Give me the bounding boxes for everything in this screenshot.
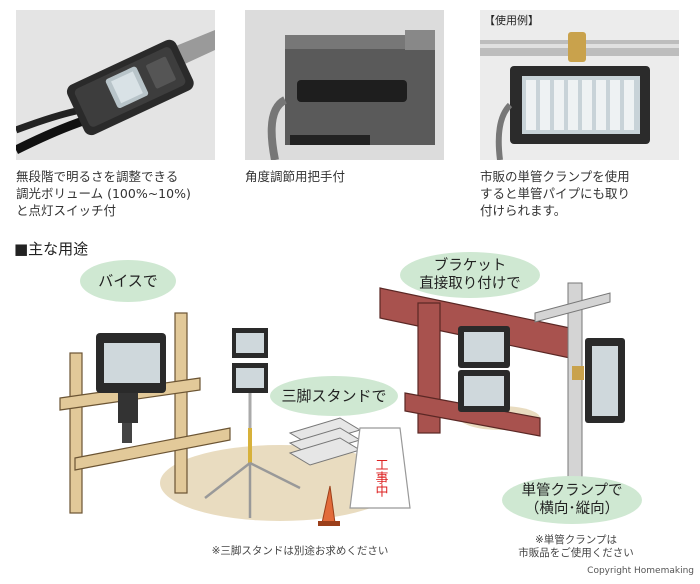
photo-caption-clamp: 市販の単管クランプを使用 すると単管パイプにも取り 付けられます。 <box>480 169 631 218</box>
usage-scene-drawing: 工事中 <box>59 282 625 526</box>
photo-caption-dimmer: 無段階で明るさを調整できる 調光ボリューム (100%~10%) と点灯スイッチ… <box>16 169 191 218</box>
photo-dimmer-switch <box>16 10 215 160</box>
photo-usage-example: 【使用例】 <box>480 10 679 160</box>
photo-angle-handle <box>245 10 444 160</box>
dimmer-switch-illustration <box>16 10 215 160</box>
photo-caption-handle: 角度調節用把手付 <box>245 169 346 184</box>
clamp-mount-illustration <box>480 10 679 160</box>
bubble-clamp: 単管クランプで （横向･縦向） <box>502 476 642 524</box>
note-clamp-commercial: ※単管クランプは 市販品をご使用ください <box>518 534 634 559</box>
bubble-bracket: ブラケット 直接取り付けで <box>400 252 540 298</box>
bubble-vise: バイスで <box>80 260 176 302</box>
note-tripod-sold-separately: ※三脚スタンドは別途お求めください <box>211 545 389 557</box>
construction-sign-text: 工事中 <box>373 458 389 497</box>
handle-illustration <box>245 10 444 160</box>
usage-illustration: 工事中 バイスで 三脚スタンドで ブラケット 直接取り付けで 単管クランプで （… <box>0 252 700 580</box>
bubble-tripod: 三脚スタンドで <box>270 376 398 416</box>
section-title-main-uses: ■主な用途 <box>14 240 89 258</box>
usage-example-tag: 【使用例】 <box>484 14 539 27</box>
copyright-text: Copyright Homemaking <box>587 566 694 576</box>
